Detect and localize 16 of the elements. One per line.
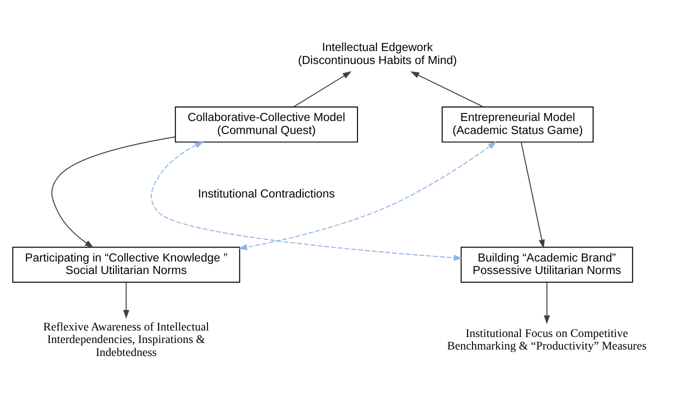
node-text: Institutional Focus on Competitive Benchmarking & “Productivity” Measures — [447, 326, 647, 353]
node-box: Participating in “Collective Knowledge ” Social Utilitarian Norms — [12, 246, 240, 283]
node-text: Intellectual Edgework (Discontinuous Habits of Mind) — [298, 41, 457, 67]
node-box: Collaborative-Collective Model (Communal Quest) — [174, 106, 358, 143]
label: Institutional Contradictions — [198, 188, 335, 201]
arrow — [150, 141, 463, 261]
arrow — [410, 71, 484, 108]
node-box: Building “Academic Brand” Possessive Utilitarian Norms — [460, 246, 634, 283]
arrow — [51, 136, 176, 248]
arrow — [520, 142, 545, 248]
arrow — [238, 141, 497, 250]
arrow — [293, 71, 352, 108]
arrow — [123, 282, 130, 319]
node-box: Entrepreneurial Model (Academic Status Game) — [442, 106, 594, 143]
node-text: Reflexive Awareness of Intellectual Interdependencies, Inspirations & Indebtedness — [43, 320, 210, 359]
arrow — [544, 282, 550, 324]
